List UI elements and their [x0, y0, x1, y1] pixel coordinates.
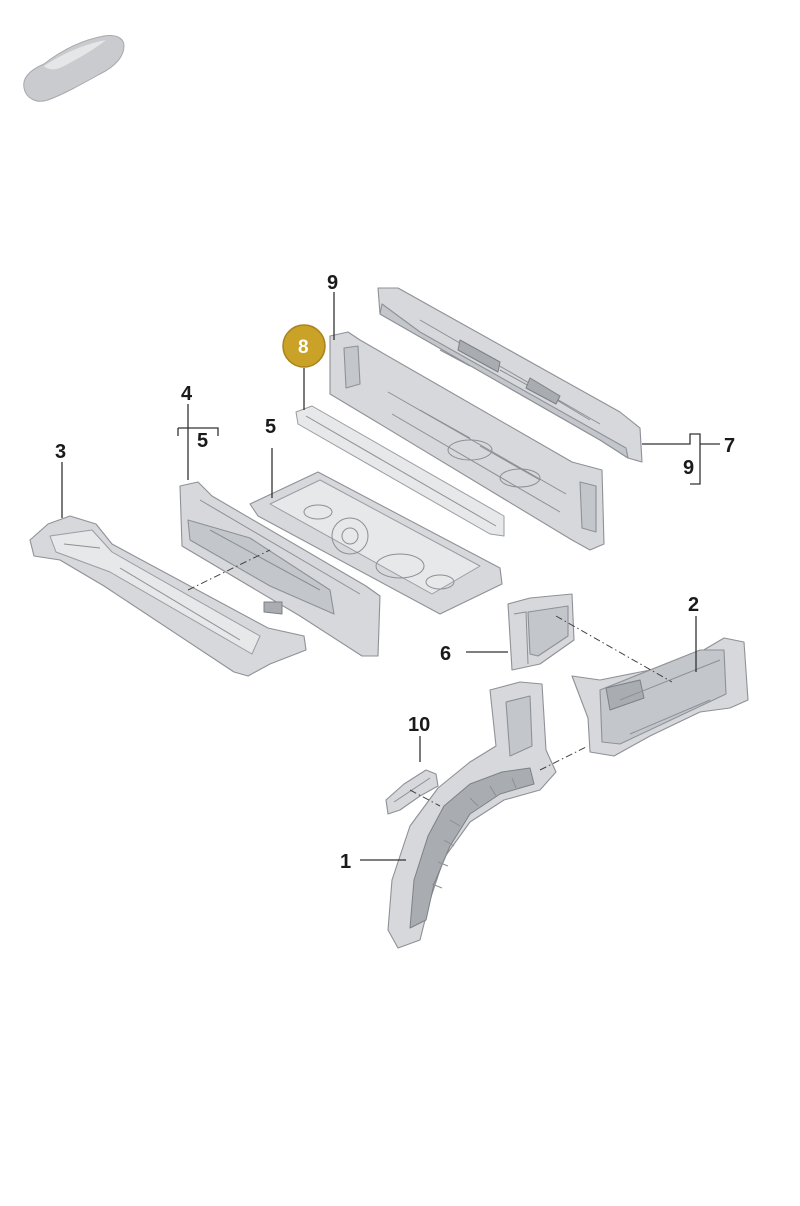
part-9-rear-panel[interactable] [329, 331, 605, 551]
callout-4[interactable]: 4 [181, 383, 193, 405]
part-10-small-bracket[interactable] [385, 769, 439, 815]
leader-lines [61, 292, 720, 861]
part-3-longitudinal-rail[interactable] [29, 515, 307, 677]
highlight-circle [282, 324, 326, 368]
callout-3[interactable]: 3 [55, 441, 66, 463]
part-1-wheel-arch[interactable] [387, 681, 557, 949]
part-6-bracket[interactable] [507, 593, 575, 671]
car-silhouette-icon [23, 35, 125, 102]
callout-2[interactable]: 2 [688, 594, 699, 616]
callout-10[interactable]: 10 [408, 714, 430, 736]
callout-6[interactable]: 6 [440, 643, 451, 665]
part-8-reinforcement-strip[interactable] [295, 405, 505, 537]
callout-labels: 1 2 3 4 5 5 6 7 9 8 9 10 [55, 272, 735, 873]
callout-4-sub-5[interactable]: 5 [197, 430, 208, 452]
part-7-upper-cross-member[interactable] [377, 287, 643, 463]
assembly-lines [187, 549, 673, 807]
part-2-rear-side-member[interactable] [571, 637, 749, 757]
part-5-floor-pan[interactable] [249, 471, 503, 615]
callout-8[interactable]: 8 [298, 337, 309, 358]
callout-7-sub-9[interactable]: 9 [683, 457, 694, 479]
callout-5[interactable]: 5 [265, 416, 276, 438]
callout-1[interactable]: 1 [340, 851, 351, 873]
callout-7[interactable]: 7 [724, 435, 735, 457]
part-4-side-member[interactable] [179, 481, 381, 657]
callout-9[interactable]: 9 [327, 272, 338, 294]
